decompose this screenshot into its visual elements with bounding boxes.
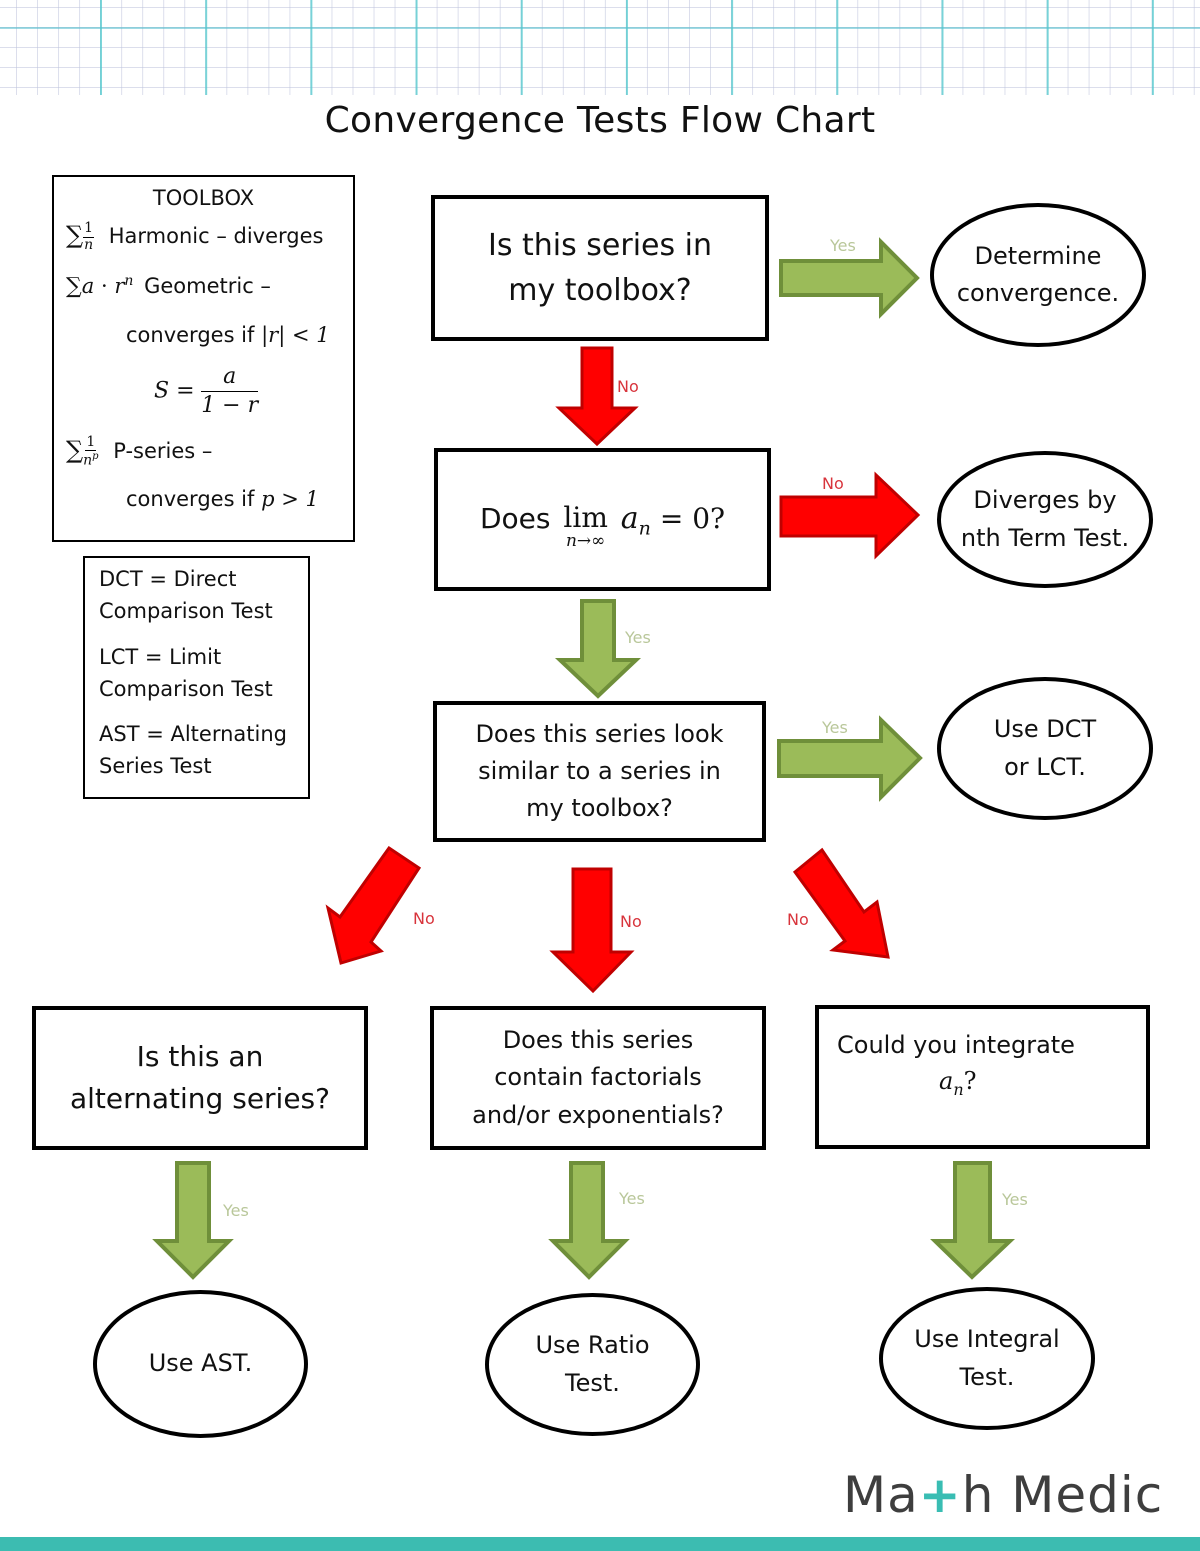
page-title: Convergence Tests Flow Chart bbox=[324, 100, 876, 141]
math-medic-logo: Ma+h Medic bbox=[843, 1466, 1164, 1524]
pseries-condition: converges if p > 1 bbox=[126, 487, 319, 511]
outcome-text-line: Determine bbox=[974, 241, 1102, 270]
label-toolbox-yes: Yes bbox=[830, 236, 856, 255]
outcome-diverges-nth-term: Diverges by nth Term Test. bbox=[937, 451, 1153, 588]
outcome-text-line: Use Ratio bbox=[535, 1331, 650, 1360]
legend-ast-line2: Series Test bbox=[99, 754, 212, 778]
outcome-text-line: or LCT. bbox=[1004, 752, 1086, 781]
arrow-nth-no bbox=[779, 471, 921, 560]
harmonic-label: Harmonic – diverges bbox=[108, 224, 324, 248]
outcome-use-ratio-test: Use Ratio Test. bbox=[485, 1293, 700, 1436]
outcome-text-line: Test. bbox=[959, 1362, 1015, 1391]
label-similar-no-right: No bbox=[787, 910, 809, 929]
graph-paper-header bbox=[0, 0, 1200, 95]
sigma-symbol: ∑ bbox=[66, 436, 84, 465]
arrow-similar-no-center bbox=[549, 867, 635, 994]
decision-in-toolbox: Is this series in my toolbox? bbox=[431, 195, 769, 341]
legend-ast-line1: AST = Alternating bbox=[99, 722, 287, 746]
decision-similar: Does this series look similar to a serie… bbox=[433, 701, 766, 842]
label-toolbox-no: No bbox=[617, 377, 639, 396]
label-factorials-yes: Yes bbox=[619, 1189, 645, 1208]
outcome-text-line: Use DCT bbox=[993, 715, 1097, 744]
arrow-similar-no-left bbox=[325, 845, 422, 965]
outcome-text-line: Use Integral bbox=[914, 1325, 1060, 1354]
legend-dct-line1: DCT = Direct bbox=[99, 567, 237, 591]
outcome-text-line: nth Term Test. bbox=[960, 523, 1130, 552]
arrow-nth-yes bbox=[554, 599, 642, 699]
arrow-similar-no-right bbox=[792, 847, 890, 959]
toolbox-heading: TOOLBOX bbox=[152, 186, 255, 210]
sigma-symbol: ∑ bbox=[66, 221, 84, 249]
outcome-use-integral-test: Use Integral Test. bbox=[879, 1287, 1095, 1430]
geometric-condition: converges if |r| < 1 bbox=[126, 323, 330, 347]
label-similar-yes: Yes bbox=[822, 718, 848, 737]
arrow-similar-yes bbox=[777, 715, 923, 802]
label-alternating-yes: Yes bbox=[223, 1201, 249, 1220]
decision-factorials: Does this series contain factorials and/… bbox=[430, 1006, 766, 1150]
geometric-label: Geometric – bbox=[144, 274, 271, 298]
decision-text-line: contain factorials bbox=[494, 1063, 702, 1092]
decision-text-line: Does this series look bbox=[475, 719, 724, 748]
label-similar-no-left: No bbox=[413, 909, 435, 928]
toolbox-geometric: ∑a · rn Geometric – bbox=[66, 273, 271, 299]
outcome-determine-convergence: Determine convergence. bbox=[930, 203, 1146, 347]
decision-integrate: Could you integrate an? bbox=[815, 1005, 1150, 1149]
outcome-text-line: convergence. bbox=[956, 279, 1120, 307]
decision-text-line: Could you integrate bbox=[837, 1031, 1075, 1059]
label-integrate-yes: Yes bbox=[1002, 1190, 1028, 1209]
label-nth-yes: Yes bbox=[625, 628, 651, 647]
legend-dct-line2: Comparison Test bbox=[99, 599, 273, 623]
pseries-label: P-series – bbox=[113, 439, 213, 464]
legend-lct-line1: LCT = Limit bbox=[99, 645, 222, 669]
legend-lct-line2: Comparison Test bbox=[99, 677, 273, 701]
arrow-integrate-yes bbox=[930, 1161, 1016, 1280]
decision-integrand: an? bbox=[939, 1067, 977, 1099]
arrow-toolbox-yes bbox=[779, 237, 920, 319]
arrow-alternating-yes bbox=[152, 1161, 234, 1280]
limit-expression: lim n→∞ bbox=[563, 501, 608, 552]
arrow-factorials-yes bbox=[548, 1161, 630, 1280]
decision-text-line: Is this series in bbox=[487, 228, 713, 263]
outcome-text-line: Use AST. bbox=[148, 1349, 253, 1378]
decision-alternating: Is this an alternating series? bbox=[32, 1006, 368, 1150]
decision-text-line: my toolbox? bbox=[526, 794, 673, 823]
decision-text-line: alternating series? bbox=[69, 1082, 331, 1115]
outcome-use-ast: Use AST. bbox=[93, 1290, 308, 1438]
label-similar-no-center: No bbox=[620, 912, 642, 931]
footer-teal-bar bbox=[0, 1537, 1200, 1551]
sigma-symbol: ∑ bbox=[66, 274, 82, 299]
arrow-toolbox-no bbox=[555, 346, 639, 447]
decision-nth-term: Does lim n→∞ an = 0? bbox=[434, 448, 771, 591]
abbreviation-legend: DCT = Direct Comparison Test LCT = Limit… bbox=[83, 556, 310, 799]
decision-text-line: and/or exponentials? bbox=[472, 1100, 724, 1129]
decision-text-line: similar to a series in bbox=[478, 756, 721, 785]
label-nth-no: No bbox=[822, 474, 844, 493]
decision-text-line: my toolbox? bbox=[508, 273, 692, 308]
outcome-text-line: Test. bbox=[565, 1368, 620, 1397]
decision-text-line: Is this an bbox=[136, 1040, 264, 1073]
outcome-text-line: Diverges by bbox=[973, 486, 1117, 515]
decision-text-prefix: Does bbox=[479, 501, 551, 535]
medical-plus-icon: + bbox=[918, 1466, 962, 1524]
outcome-use-dct-lct: Use DCT or LCT. bbox=[937, 677, 1153, 820]
decision-text-line: Does this series bbox=[502, 1026, 694, 1055]
